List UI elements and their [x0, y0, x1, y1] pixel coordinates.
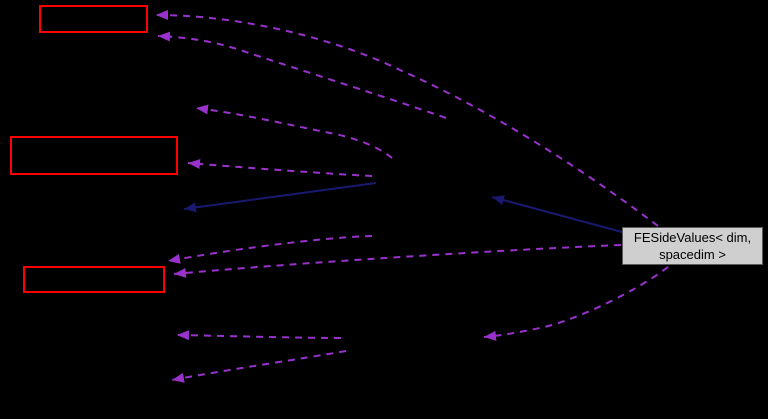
- class-node-top[interactable]: [39, 5, 148, 33]
- usage-edge-to-hidden-node-bottom2: [171, 350, 347, 383]
- usage-edge-to-node1-bottom: [157, 31, 447, 119]
- usage-edge-to-hidden-node-upper: [195, 104, 393, 159]
- usage-edge-from-current-to-hidden-node: [483, 266, 669, 341]
- inheritance-edge-from-current: [491, 195, 623, 233]
- class-node-bottom[interactable]: [23, 266, 165, 293]
- current-class-label-line2: spacedim >: [659, 247, 726, 262]
- usage-edge-to-node3-upper: [167, 235, 373, 264]
- usage-edge-from-current-to-node3: [173, 244, 622, 278]
- current-class-node-feside-values: FESideValues< dim, spacedim >: [622, 227, 763, 265]
- class-node-middle[interactable]: [10, 136, 178, 175]
- inheritance-edge-hidden-nodes: [183, 182, 377, 213]
- usage-edge-to-hidden-node-bottom1: [176, 330, 342, 341]
- current-class-label-line1: FESideValues< dim,: [633, 230, 752, 245]
- usage-edge-to-node2: [187, 158, 373, 177]
- usage-edge-to-node1-top: [155, 10, 659, 227]
